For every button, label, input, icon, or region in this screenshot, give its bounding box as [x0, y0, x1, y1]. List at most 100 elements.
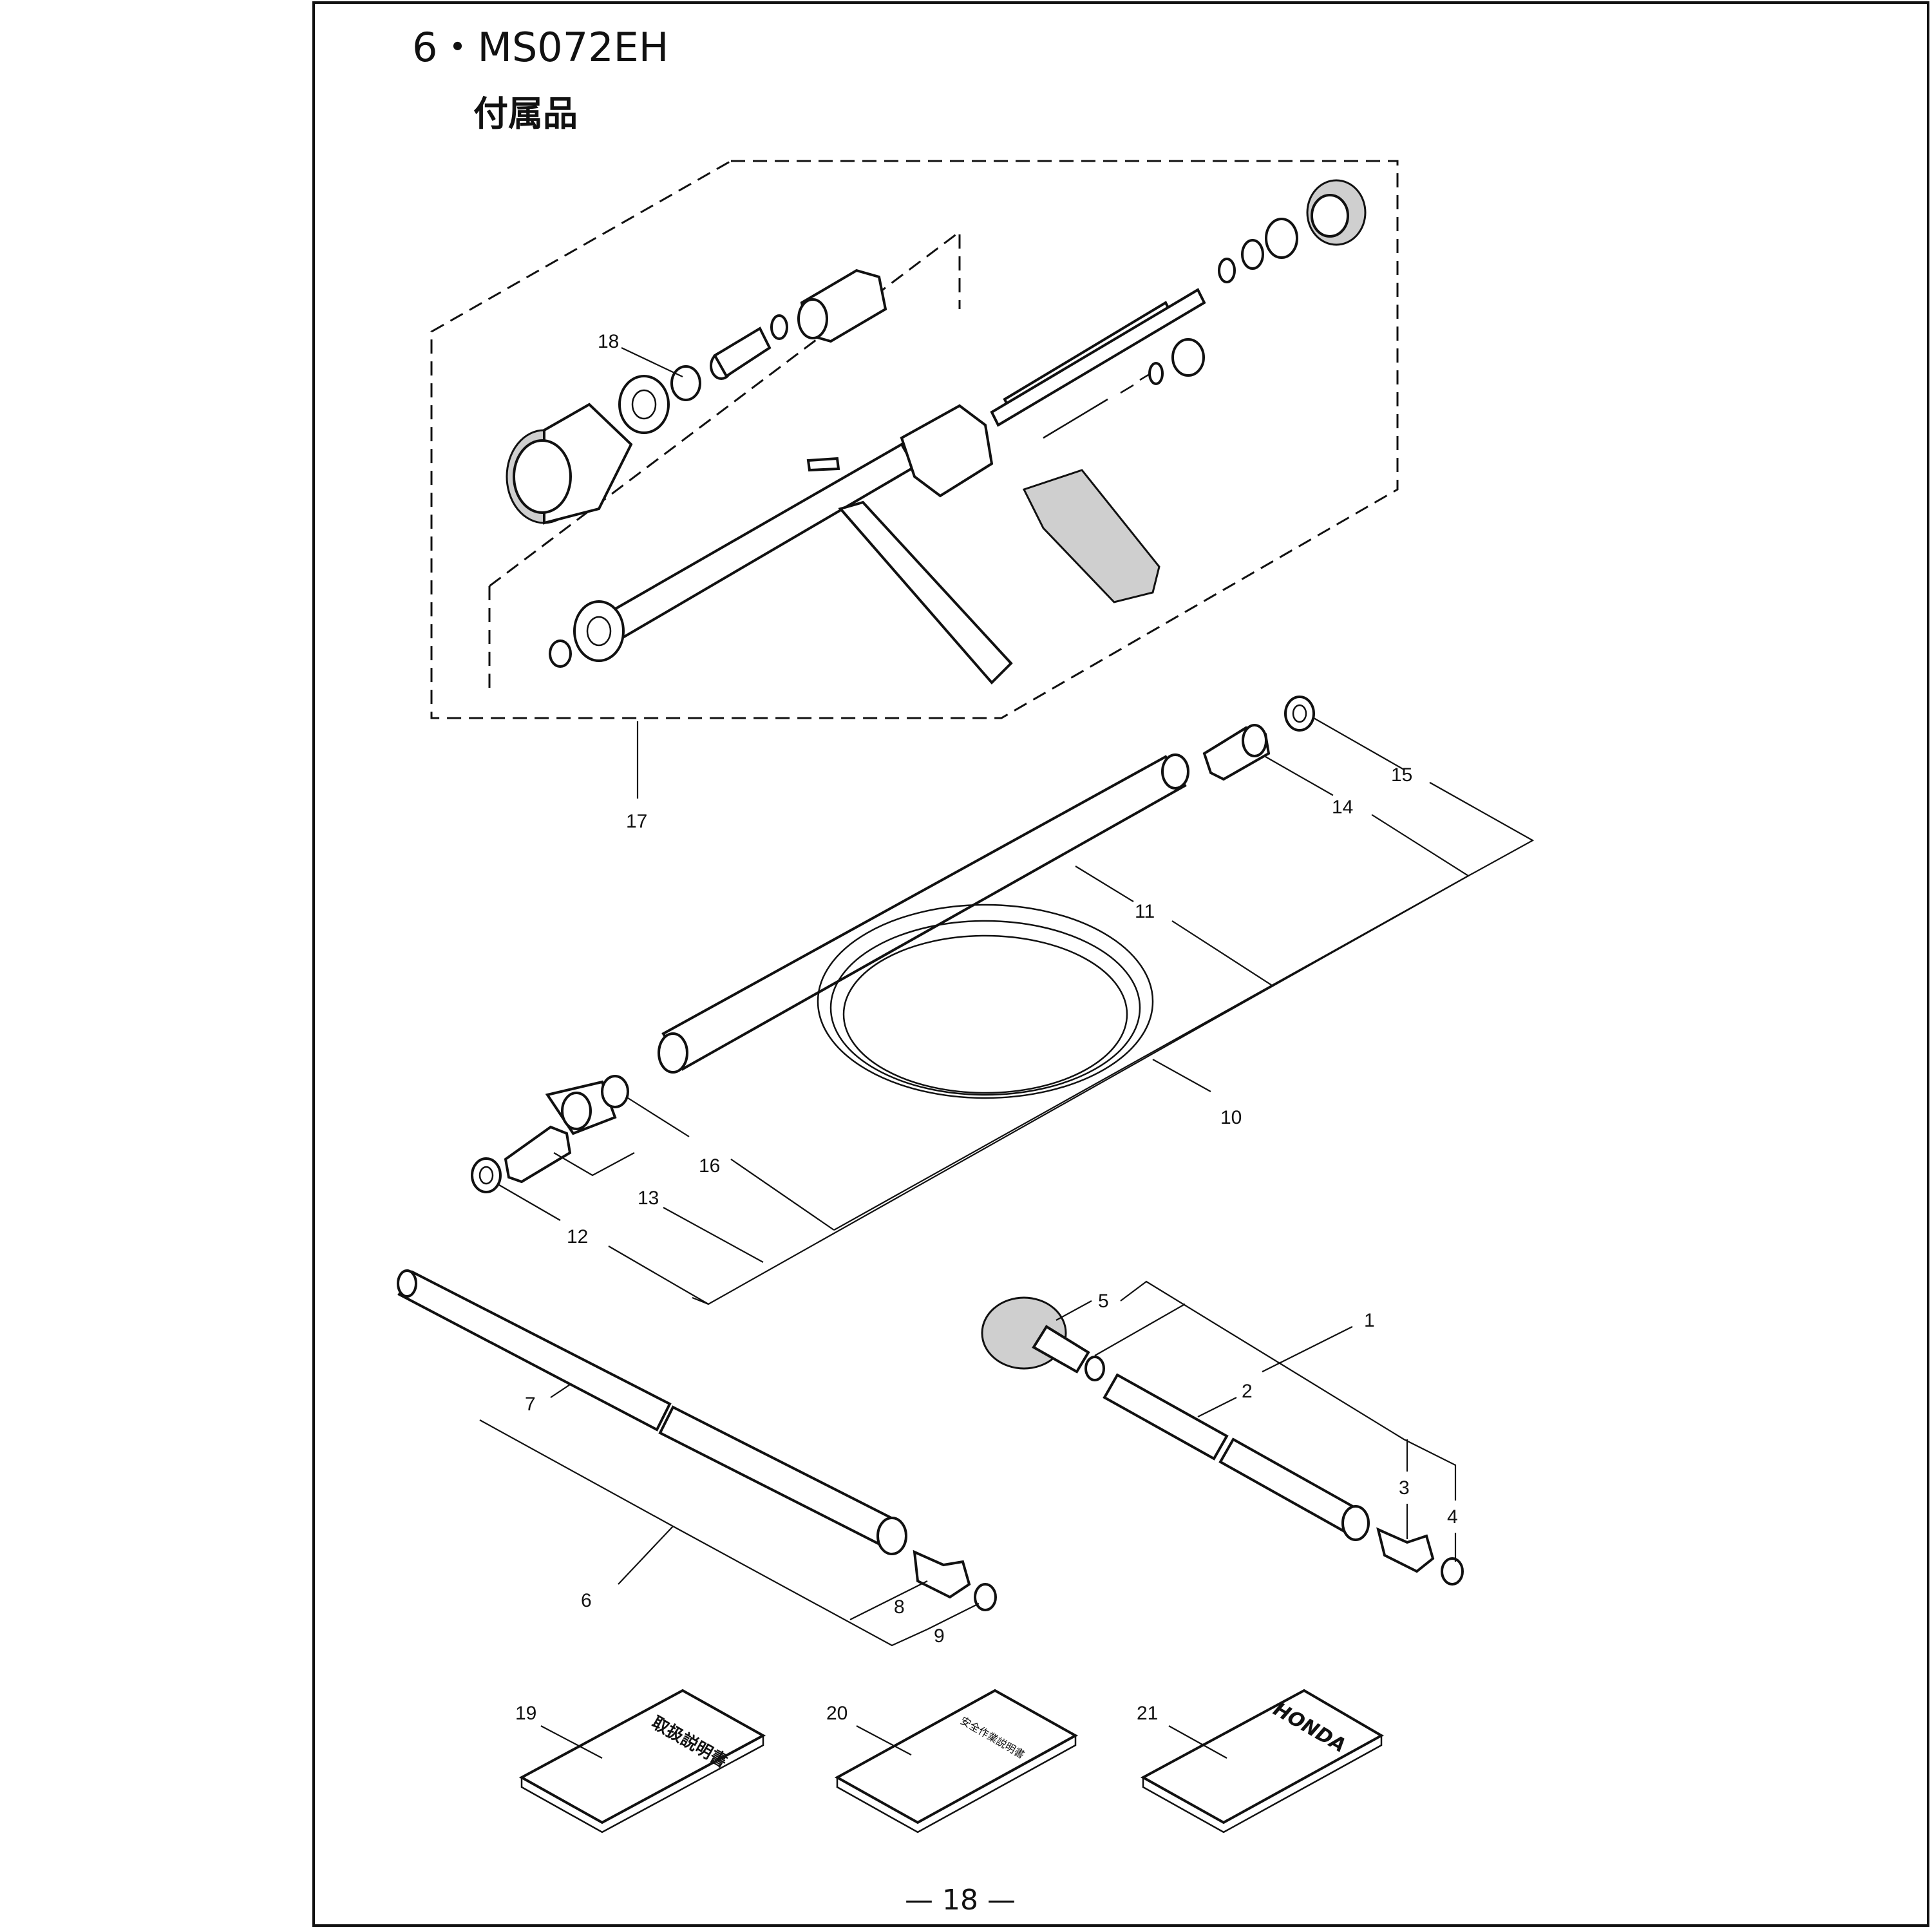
suction-pipe-assembly: 7 6 8 9 [397, 1269, 997, 1647]
nozzle-nut-part [618, 375, 670, 434]
callout-10: 10 [1220, 1107, 1242, 1128]
assembly-17-inner-dashed [488, 229, 961, 689]
seal-18-part [670, 365, 701, 401]
leader-19 [540, 1725, 603, 1759]
hose-fitting-14-face [1242, 724, 1267, 757]
washer-15 [1284, 696, 1315, 732]
page-number: — 18 — [905, 1884, 1016, 1917]
nipple-13 [504, 1125, 572, 1184]
fitting-top [1265, 218, 1298, 259]
lance-end-ring [549, 639, 572, 668]
cap-top-face [1311, 194, 1349, 238]
washer-15-hole [1292, 704, 1307, 723]
leader-2 [1197, 1397, 1237, 1417]
leader-8 [849, 1580, 928, 1620]
fitting-8 [913, 1549, 971, 1599]
valve-o-ring [1148, 362, 1164, 385]
hose-coil-mid [829, 920, 1141, 1096]
washer-12 [471, 1157, 502, 1193]
leader-5b [1094, 1303, 1186, 1356]
hose-assembly: 15 14 11 10 16 13 12 [471, 696, 1535, 1305]
hose-coil-outer [817, 904, 1154, 1099]
pipe-7-top-end [397, 1269, 417, 1298]
callout-2: 2 [1242, 1381, 1253, 1402]
leader-12 [498, 1184, 709, 1305]
nozzle-cap-face [513, 439, 572, 514]
callout-16: 16 [699, 1155, 720, 1177]
assembly-17-dashed-boundary [430, 160, 1399, 719]
leader-6 [618, 1526, 674, 1585]
band-ring [1084, 1356, 1105, 1381]
leader-11 [1075, 866, 1273, 986]
callout-9: 9 [934, 1625, 945, 1647]
manual-20-book [834, 1689, 1079, 1824]
leader-7 [479, 1384, 928, 1647]
manual-21: HONDA 21 [1137, 1689, 1385, 1833]
hose-outer-sleeve [661, 755, 1187, 1071]
leader-13 [553, 1152, 764, 1263]
callout-18: 18 [598, 331, 619, 352]
pipe-2-nut [1341, 1505, 1370, 1541]
washer-12-hole [478, 1166, 494, 1185]
hose-end-left [658, 1032, 688, 1074]
tip-body [713, 327, 772, 378]
manual-21-edge [1142, 1736, 1383, 1833]
fitting-3 [1376, 1527, 1435, 1573]
leader-5 [1056, 1280, 1457, 1501]
coupler-end [797, 298, 828, 339]
spray-gun-assembly: 18 17 [430, 160, 1399, 832]
lance-end-hole [586, 616, 612, 647]
callout-11: 11 [1135, 901, 1155, 922]
leader-18 [621, 347, 683, 377]
lance-end-nut [573, 600, 625, 662]
section-subtitle: 付属品 [473, 93, 578, 134]
callout-14: 14 [1332, 797, 1353, 818]
leader-14 [1265, 756, 1470, 986]
leader-15 [1313, 717, 1535, 876]
callout-8: 8 [894, 1596, 905, 1618]
callout-7: 7 [525, 1394, 536, 1415]
washer-top [1241, 239, 1264, 270]
gun-trigger [838, 500, 1013, 685]
o-ring-small [770, 314, 788, 340]
washer-16 [601, 1075, 629, 1108]
gun-handle [1022, 469, 1160, 603]
page-border [312, 1, 1929, 1927]
strainer-5-stem [1032, 1325, 1090, 1374]
callout-17: 17 [626, 811, 647, 832]
hose-end-right [1161, 753, 1189, 790]
manual-19: 取扱説明書 19 [515, 1689, 766, 1833]
callout-20: 20 [826, 1703, 848, 1724]
gun-shaft [990, 288, 1206, 427]
callout-5: 5 [1098, 1291, 1109, 1312]
manual-21-book [1140, 1689, 1385, 1824]
washer-9 [974, 1583, 997, 1611]
pipe-2-upper [1103, 1373, 1229, 1461]
callout-21: 21 [1137, 1703, 1158, 1724]
leader-16 [627, 1097, 835, 1231]
hose-coil-inner [842, 934, 1128, 1094]
callout-15: 15 [1391, 764, 1412, 786]
nozzle-nut-hole [631, 389, 657, 420]
manual-20: 安全作業説明書 20 [826, 1689, 1079, 1833]
washer-4 [1441, 1557, 1464, 1586]
leader-20 [856, 1725, 912, 1756]
valve-nut [1171, 338, 1205, 377]
section-title: 6・MS072EH [412, 24, 668, 71]
callout-1: 1 [1364, 1310, 1375, 1331]
callout-12: 12 [567, 1226, 588, 1247]
gun-head [900, 404, 994, 498]
clamp-ring [561, 1092, 592, 1130]
pipe-7-bottom-nut [876, 1517, 907, 1555]
manual-19-edge [520, 1736, 764, 1833]
leader-21 [1168, 1725, 1227, 1759]
pin-part [806, 457, 840, 472]
pipe-7-lower [658, 1405, 897, 1548]
strainer-assembly: 5 1 2 3 4 [981, 1280, 1464, 1586]
callout-13: 13 [638, 1188, 659, 1209]
leader-1 [1262, 1326, 1353, 1372]
callout-4: 4 [1447, 1506, 1458, 1528]
leader-9 [927, 1603, 980, 1630]
o-ring-top [1218, 258, 1236, 283]
